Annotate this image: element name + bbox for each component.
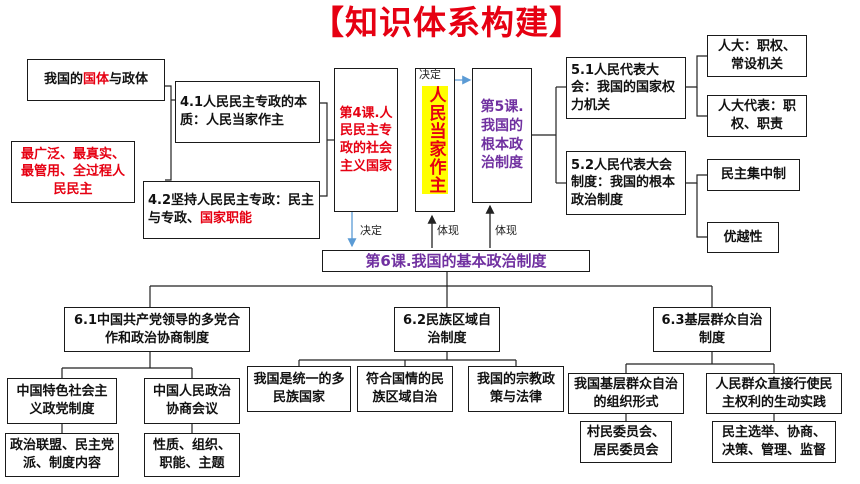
section-6-2-c-box: 我国的宗教政策与法律 xyxy=(468,366,564,412)
lesson-6-box: 第6课.我国的基本政治制度 xyxy=(322,250,590,272)
deputy-box: 人大代表：职权、职责 xyxy=(707,95,807,137)
decide-label-top: 决定 xyxy=(419,68,441,81)
embody-label-2: 体现 xyxy=(495,224,517,237)
center-box: 人民当家作主 xyxy=(415,68,455,212)
guoti-box: 我国的国体与政体 xyxy=(27,59,165,101)
lesson-4-box: 第4课.人民民主专政的社会主义国家 xyxy=(334,68,398,212)
section-6-1-a-box: 中国特色社会主义政党制度 xyxy=(7,378,117,424)
guoti-text-b: 国体 xyxy=(82,72,109,88)
section-6-2-b-box: 符合国情的民族区域自治 xyxy=(357,366,453,412)
section-6-1-b-detail-box: 性质、组织、职能、主题 xyxy=(144,433,240,477)
npc-box: 人大：职权、常设机关 xyxy=(707,35,807,77)
section-6-1-box: 6.1中国共产党领导的多党合作和政治协商制度 xyxy=(64,307,250,352)
embody-label-1: 体现 xyxy=(437,224,459,237)
page-title: 【知识体系构建】 xyxy=(311,3,583,42)
superiority-box: 优越性 xyxy=(707,222,779,253)
section-6-3-a-box: 我国基层群众自治的组织形式 xyxy=(568,373,684,414)
section-5-2-box: 5.2人民代表大会制度：我国的根本政治制度 xyxy=(566,151,686,215)
section-6-3-b-detail-box: 民主选举、协商、决策、管理、监督 xyxy=(712,421,836,463)
decide-label-bottom: 决定 xyxy=(360,224,382,237)
section-5-1-box: 5.1人民代表大会：我国的国家权力机关 xyxy=(566,57,686,119)
section-4-2-text-b: 国家职能 xyxy=(200,211,253,226)
centralism-box: 民主集中制 xyxy=(707,159,800,191)
section-6-3-box: 6.3基层群众自治制度 xyxy=(653,307,771,352)
guoti-text-a: 我国的 xyxy=(43,72,83,88)
center-text: 人民当家作主 xyxy=(421,86,449,194)
section-6-2-a-box: 我国是统一的多民族国家 xyxy=(247,366,351,412)
guoti-text-c: 与政体 xyxy=(109,72,149,88)
section-6-3-a-detail-box: 村民委员会、居民委员会 xyxy=(580,421,672,463)
section-4-2-box: 4.2坚持人民民主专政：民主与专政、国家职能 xyxy=(143,181,320,239)
lesson-5-box: 第5课.我国的根本政治制度 xyxy=(472,68,532,203)
democracy-box: 最广泛、最真实、最管用、全过程人民民主 xyxy=(11,141,135,203)
section-6-3-b-box: 人民群众直接行使民主权利的生动实践 xyxy=(706,373,842,414)
section-6-1-a-detail-box: 政治联盟、民主党派、制度内容 xyxy=(5,433,119,477)
section-4-1-box: 4.1人民民主专政的本质：人民当家作主 xyxy=(175,81,320,143)
section-6-1-b-box: 中国人民政治协商会议 xyxy=(144,378,240,424)
section-4-2-text-a: 4.2坚持人民民主专政：民主与专政、 xyxy=(148,193,315,226)
section-6-2-box: 6.2民族区域自治制度 xyxy=(394,307,500,352)
